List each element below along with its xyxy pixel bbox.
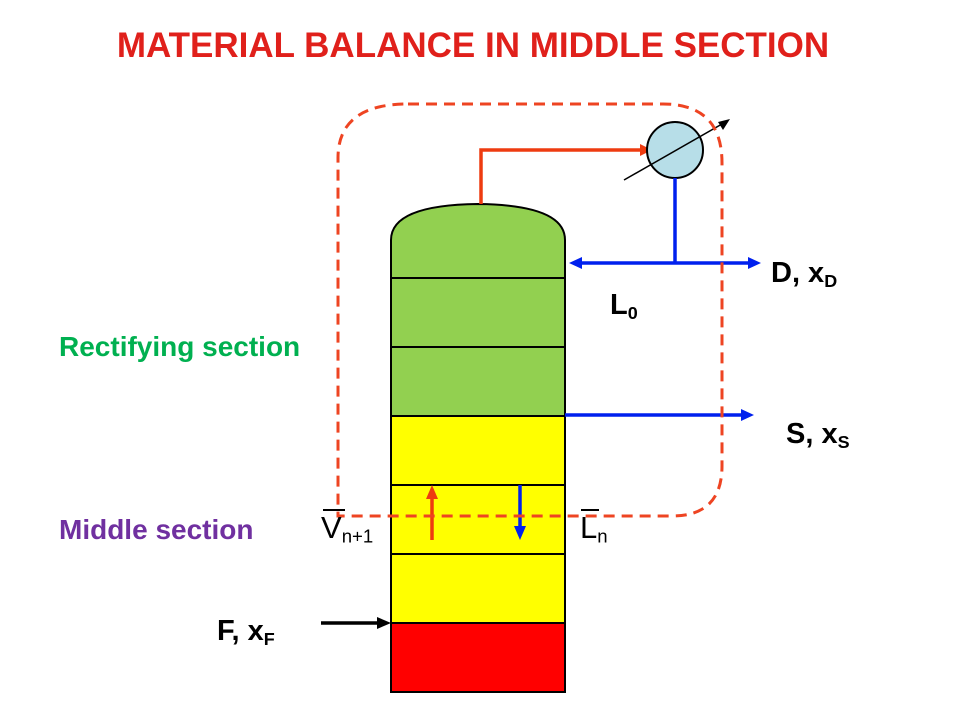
feed-name: F, x — [217, 615, 264, 647]
feed-label: F, xF — [217, 615, 275, 650]
side-stream-sub: S — [837, 432, 850, 453]
reflux-label: L0 — [610, 289, 638, 324]
tray-middle-3 — [390, 553, 566, 624]
condenser-coolant-arrowhead — [718, 119, 730, 130]
balance-envelope — [336, 102, 724, 518]
vapor-up-arrowhead — [426, 485, 438, 499]
distillate-arrowhead — [748, 257, 761, 269]
column-dome — [390, 202, 566, 279]
middle-section-label: Middle section — [59, 514, 254, 545]
tray-rectifying-1 — [390, 277, 566, 348]
side-stream-label: S, xS — [786, 418, 850, 453]
tray-rectifying-2 — [390, 346, 566, 417]
distillate-label: D, xD — [771, 257, 838, 292]
tray-middle-1 — [390, 415, 566, 486]
liquid-name: L — [580, 510, 598, 545]
reflux-name: L — [610, 289, 628, 321]
condenser-coolant-line — [623, 123, 723, 181]
vapor-sub: n+1 — [341, 525, 374, 547]
liquid-down-arrowhead — [514, 526, 526, 540]
distillate-sub: D — [824, 271, 838, 292]
reflux-sub: 0 — [627, 303, 638, 324]
feed-arrowhead — [377, 617, 391, 629]
tray-bottom — [390, 622, 566, 693]
reflux-arrowhead — [569, 257, 582, 269]
side-stream-arrowhead — [741, 409, 754, 421]
vapor-label: Vn+1 — [321, 512, 373, 546]
liquid-overbar — [581, 509, 599, 511]
liquid-label: Ln — [580, 512, 608, 546]
feed-sub: F — [263, 629, 275, 650]
liquid-sub: n — [597, 525, 608, 547]
rectifying-section-label: Rectifying section — [59, 331, 301, 362]
vapor-name: V — [321, 510, 342, 545]
distillate-name: D, x — [771, 257, 825, 289]
side-stream-name: S, x — [786, 418, 838, 450]
page-title: MATERIAL BALANCE IN MIDDLE SECTION — [116, 26, 830, 65]
vapor-overbar — [323, 509, 345, 511]
tray-middle-2 — [390, 484, 566, 555]
overhead-vapor-line — [479, 148, 643, 204]
